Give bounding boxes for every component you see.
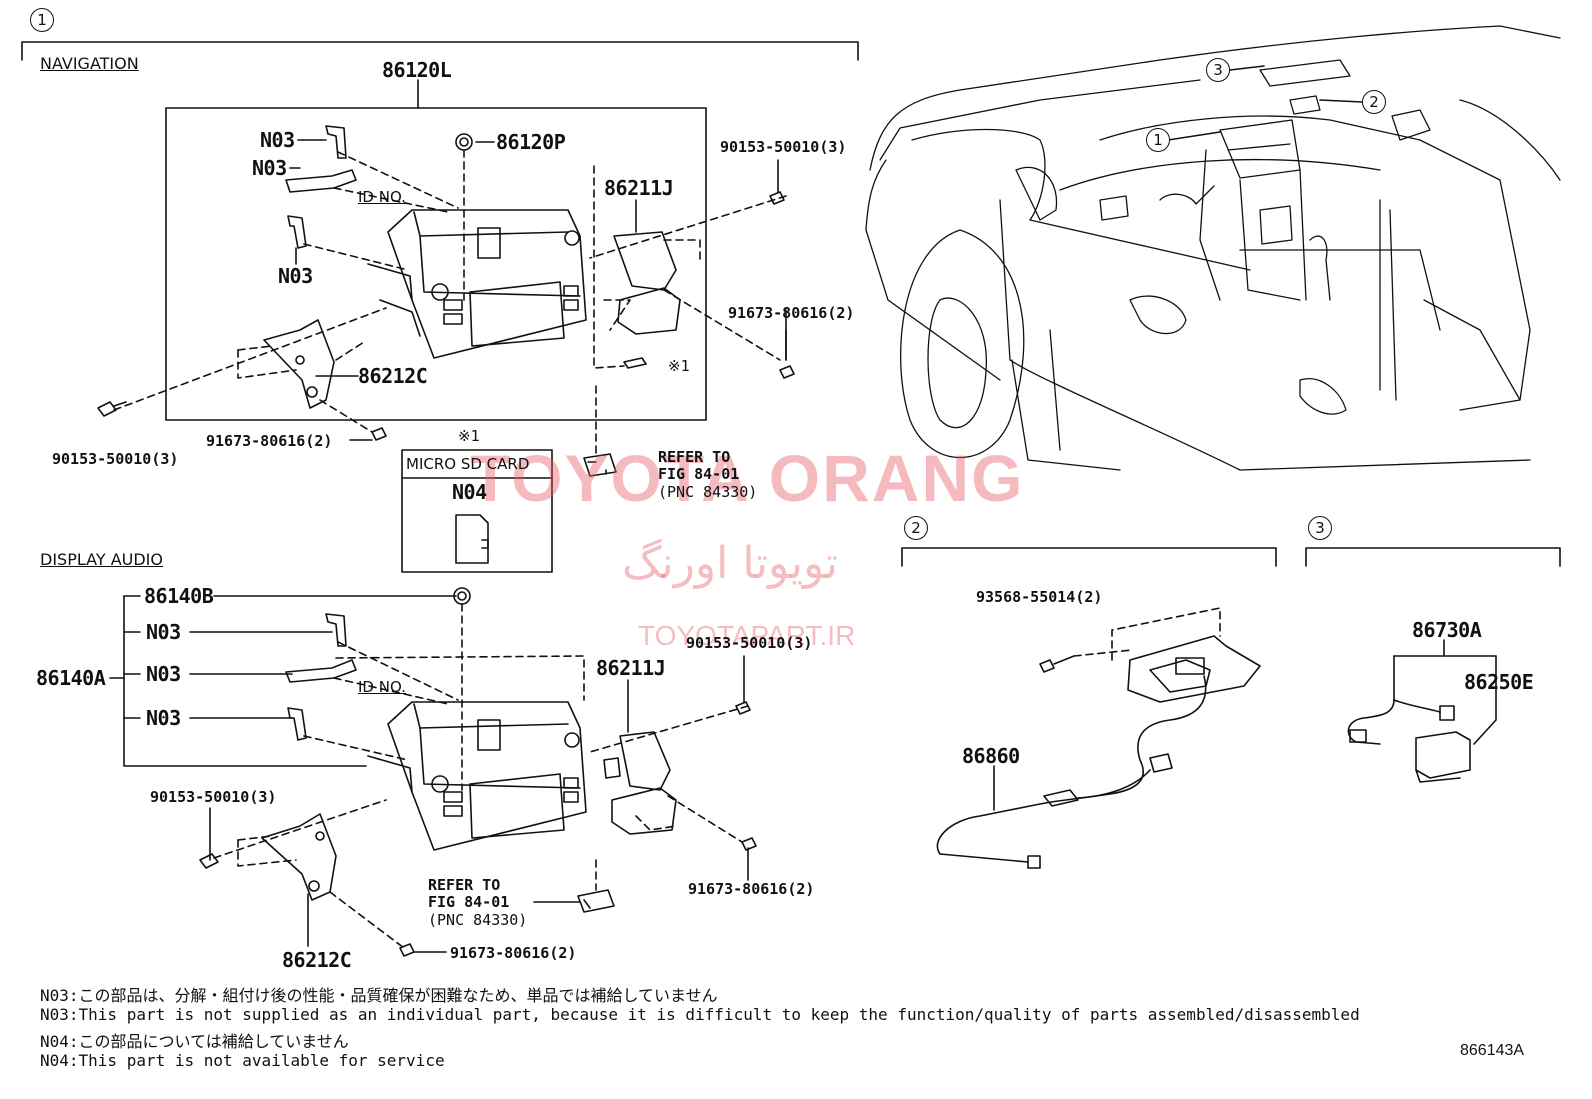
watermark-latin: TOYOTA ORANG (470, 441, 1025, 515)
part-N04[interactable]: N04 (452, 480, 487, 504)
part-86250E[interactable]: 86250E (1464, 670, 1534, 694)
id-no-label-da: ID NO. (358, 678, 406, 696)
navigation-leaders (289, 139, 787, 441)
callout-2-vehicle: 2 (1362, 90, 1386, 114)
callout-1-section: 1 (30, 8, 54, 32)
figure-id: 866143A (1460, 1042, 1525, 1059)
part-N03-da-2[interactable]: N03 (146, 662, 181, 686)
part-N03-nav-2[interactable]: N03 (252, 156, 287, 180)
kome-1-marker-sd: ※1 (458, 427, 480, 445)
micro-sd-title: MICRO SD CARD (406, 455, 530, 473)
section-title-display-audio: DISPLAY AUDIO (40, 550, 163, 569)
part-86212C-da[interactable]: 86212C (282, 948, 352, 972)
note-n04-en: N04:This part is not available for servi… (40, 1051, 445, 1070)
refer-da-line3: (PNC 84330) (428, 911, 528, 929)
part-N03-nav-1[interactable]: N03 (260, 128, 295, 152)
id-no-label-nav: ID NO. (358, 188, 406, 206)
section-brackets (21, 41, 1561, 567)
part-86212C-nav[interactable]: 86212C (358, 364, 428, 388)
micro-sd-box (401, 449, 553, 573)
section2-dashed (1073, 607, 1221, 661)
note-n03-en: N03:This part is not supplied as an indi… (40, 1005, 1360, 1024)
part-86211J-da[interactable]: 86211J (596, 656, 666, 680)
display-audio-leaders (189, 595, 749, 953)
callout-1-vehicle: 1 (1146, 128, 1170, 152)
refer-da-line1[interactable]: REFER TO (428, 876, 501, 894)
display-audio-bracket (109, 595, 367, 767)
display-audio-dashed-leaders (213, 603, 749, 949)
part-86860[interactable]: 86860 (962, 744, 1020, 768)
navigation-unit-box (165, 107, 707, 421)
part-90153-nav-right[interactable]: 90153-50010(3) (720, 138, 847, 156)
refer-nav-line1[interactable]: REFER TO (658, 448, 731, 466)
refer-da-line2[interactable]: FIG 84-01 (428, 893, 510, 911)
callout-3-section: 3 (1308, 516, 1332, 540)
note-n04-ja: N04:この部品については補給していません (40, 1032, 349, 1051)
section2-bracket-harness (936, 635, 1261, 869)
part-86120L[interactable]: 86120L (382, 58, 452, 82)
kome-1-marker-nav: ※1 (668, 357, 690, 375)
part-N03-da-3[interactable]: N03 (146, 706, 181, 730)
part-91673-da-bottom[interactable]: 91673-80616(2) (450, 944, 577, 962)
connector-refer-nav (583, 453, 617, 477)
part-90153-nav-left[interactable]: 90153-50010(3) (52, 450, 179, 468)
callout-3-vehicle: 3 (1206, 58, 1230, 82)
connector-refer-da (577, 889, 615, 913)
part-91673-nav-right[interactable]: 91673-80616(2) (728, 304, 855, 322)
callout-2-section: 2 (904, 516, 928, 540)
part-86120P[interactable]: 86120P (496, 130, 566, 154)
vehicle-callout-leaders (1167, 65, 1363, 141)
refer-nav-line2[interactable]: FIG 84-01 (658, 465, 740, 483)
part-90153-da-right[interactable]: 90153-50010(3) (686, 634, 813, 652)
part-86140A[interactable]: 86140A (36, 666, 106, 690)
part-90153-da-left[interactable]: 90153-50010(3) (150, 788, 277, 806)
note-n03-ja: N03:この部品は、分解・組付け後の性能・品質確保が困難なため、単品では補給して… (40, 986, 718, 1005)
part-91673-da-right[interactable]: 91673-80616(2) (688, 880, 815, 898)
part-91673-nav-left[interactable]: 91673-80616(2) (206, 432, 333, 450)
navigation-head-unit-drawing (97, 125, 795, 441)
part-N03-nav-3[interactable]: N03 (278, 264, 313, 288)
part-93568[interactable]: 93568-55014(2) (976, 588, 1103, 606)
part-N03-da-1[interactable]: N03 (146, 620, 181, 644)
section3-sensor (1347, 639, 1497, 783)
refer-nav-line3: (PNC 84330) (658, 483, 758, 501)
watermark-persian: تویوتا اورنگ (622, 538, 838, 589)
navigation-dashed-leaders (113, 149, 787, 456)
section-title-navigation: NAVIGATION (40, 54, 139, 73)
part-86140B[interactable]: 86140B (144, 584, 214, 608)
part-86211J-nav[interactable]: 86211J (604, 176, 674, 200)
vehicle-interior-sketch (865, 25, 1561, 471)
part-86730A[interactable]: 86730A (1412, 618, 1482, 642)
watermark-url: TOYOTAPART.IR (638, 620, 856, 651)
